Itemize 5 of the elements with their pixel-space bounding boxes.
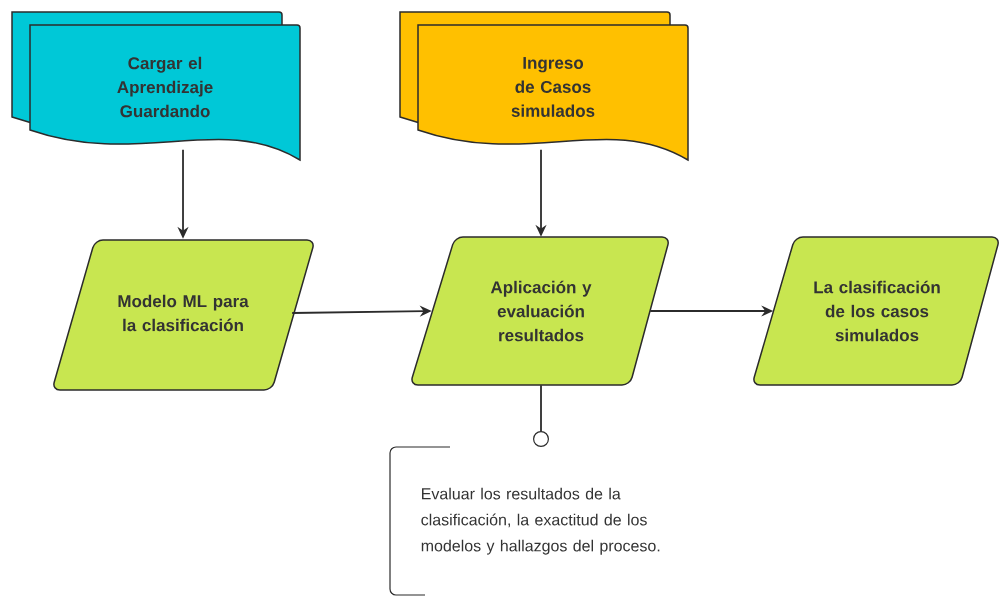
parallelogram-box: Aplicación y evaluación resultados	[411, 236, 669, 386]
parallelogram-box: La clasificación de los casos simulados	[753, 236, 999, 386]
annotation-bracket: Evaluar los resultados de la clasificación, la exactitud de los modelos y hallazgos del proceso.	[389, 446, 660, 596]
parallelogram-box: Modelo ML para la clasificación	[53, 239, 314, 391]
arrow	[533, 384, 549, 447]
